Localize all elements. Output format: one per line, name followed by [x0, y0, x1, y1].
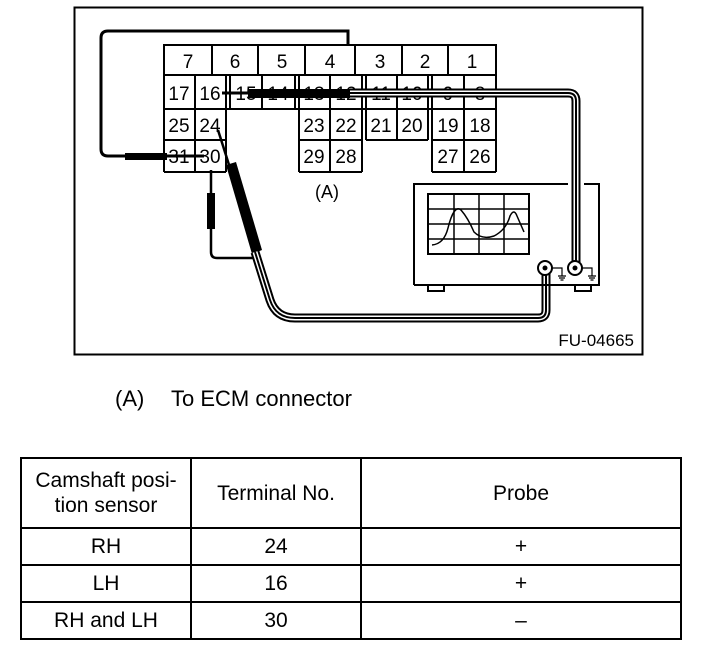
pin-25: 25	[168, 116, 189, 137]
ground-lead	[209, 170, 253, 260]
caption-text: To ECM connector	[171, 386, 352, 411]
table-row: RH 24 +	[20, 527, 682, 566]
cell-sensor: RH	[20, 527, 192, 566]
pin-2: 2	[420, 52, 431, 73]
oscilloscope-foot-left	[427, 284, 445, 292]
figure-frame	[73, 6, 644, 356]
pin-1: 1	[467, 52, 478, 73]
pin-28: 28	[335, 147, 356, 168]
ground-loop-wire	[99, 29, 350, 158]
rh-probe-body	[226, 162, 262, 254]
cell-probe: +	[360, 527, 682, 566]
header-terminal: Terminal No.	[190, 457, 362, 529]
pin-30: 30	[199, 147, 220, 168]
table-row: LH 16 +	[20, 564, 682, 603]
pin-7: 7	[183, 52, 194, 73]
ground-probe-body	[125, 153, 167, 160]
cell-probe: –	[360, 601, 682, 640]
ground-lead-clip	[207, 193, 215, 229]
header-sensor: Camshaft posi-tion sensor	[20, 457, 192, 529]
figure-caption: (A) To ECM connector	[115, 386, 352, 412]
cell-terminal: 24	[190, 527, 362, 566]
pin-19: 19	[437, 116, 458, 137]
rh-probe-tip	[216, 129, 232, 169]
ground-icon	[552, 267, 566, 281]
cell-terminal: 30	[190, 601, 362, 640]
pin-4: 4	[325, 52, 336, 73]
oscilloscope	[413, 183, 600, 292]
cell-sensor: LH	[20, 564, 192, 603]
pin-20: 20	[401, 116, 422, 137]
terminal-probe-table: Camshaft posi-tion sensor Terminal No. P…	[20, 457, 682, 640]
pin-21: 21	[370, 116, 391, 137]
cell-sensor: RH and LH	[20, 601, 192, 640]
pin-24: 24	[199, 116, 221, 137]
pin-22: 22	[335, 116, 356, 137]
ground-icon	[582, 267, 596, 281]
header-sensor-line1: Camshaft posi-	[35, 469, 177, 492]
cell-terminal: 16	[190, 564, 362, 603]
pin-5: 5	[277, 52, 288, 73]
header-sensor-line2: tion sensor	[54, 494, 158, 517]
pin-6: 6	[230, 52, 241, 73]
table-row: RH and LH 30 –	[20, 601, 682, 640]
figure-id-label: FU-04665	[558, 331, 634, 350]
ecm-connector	[163, 44, 497, 173]
pin-27: 27	[437, 147, 458, 168]
pin-18: 18	[469, 116, 490, 137]
pin-16: 16	[199, 84, 220, 105]
pin-29: 29	[303, 147, 324, 168]
pin-3: 3	[375, 52, 386, 73]
waveform	[431, 208, 525, 246]
oscilloscope-foot-right	[574, 284, 592, 292]
pin-17: 17	[168, 84, 189, 105]
pin-23: 23	[303, 116, 324, 137]
header-probe: Probe	[360, 457, 682, 529]
cell-probe: +	[360, 564, 682, 603]
lh-probe-body	[248, 89, 350, 98]
ecm-probe-diagram: 7 6 5 4 3 2 1 17 16 15 14 13 12 11 10 9 …	[73, 6, 644, 356]
table-header-row: Camshaft posi-tion sensor Terminal No. P…	[20, 457, 682, 529]
connector-callout: (A)	[315, 182, 339, 202]
pin-26: 26	[469, 147, 490, 168]
caption-label: (A)	[115, 386, 145, 411]
